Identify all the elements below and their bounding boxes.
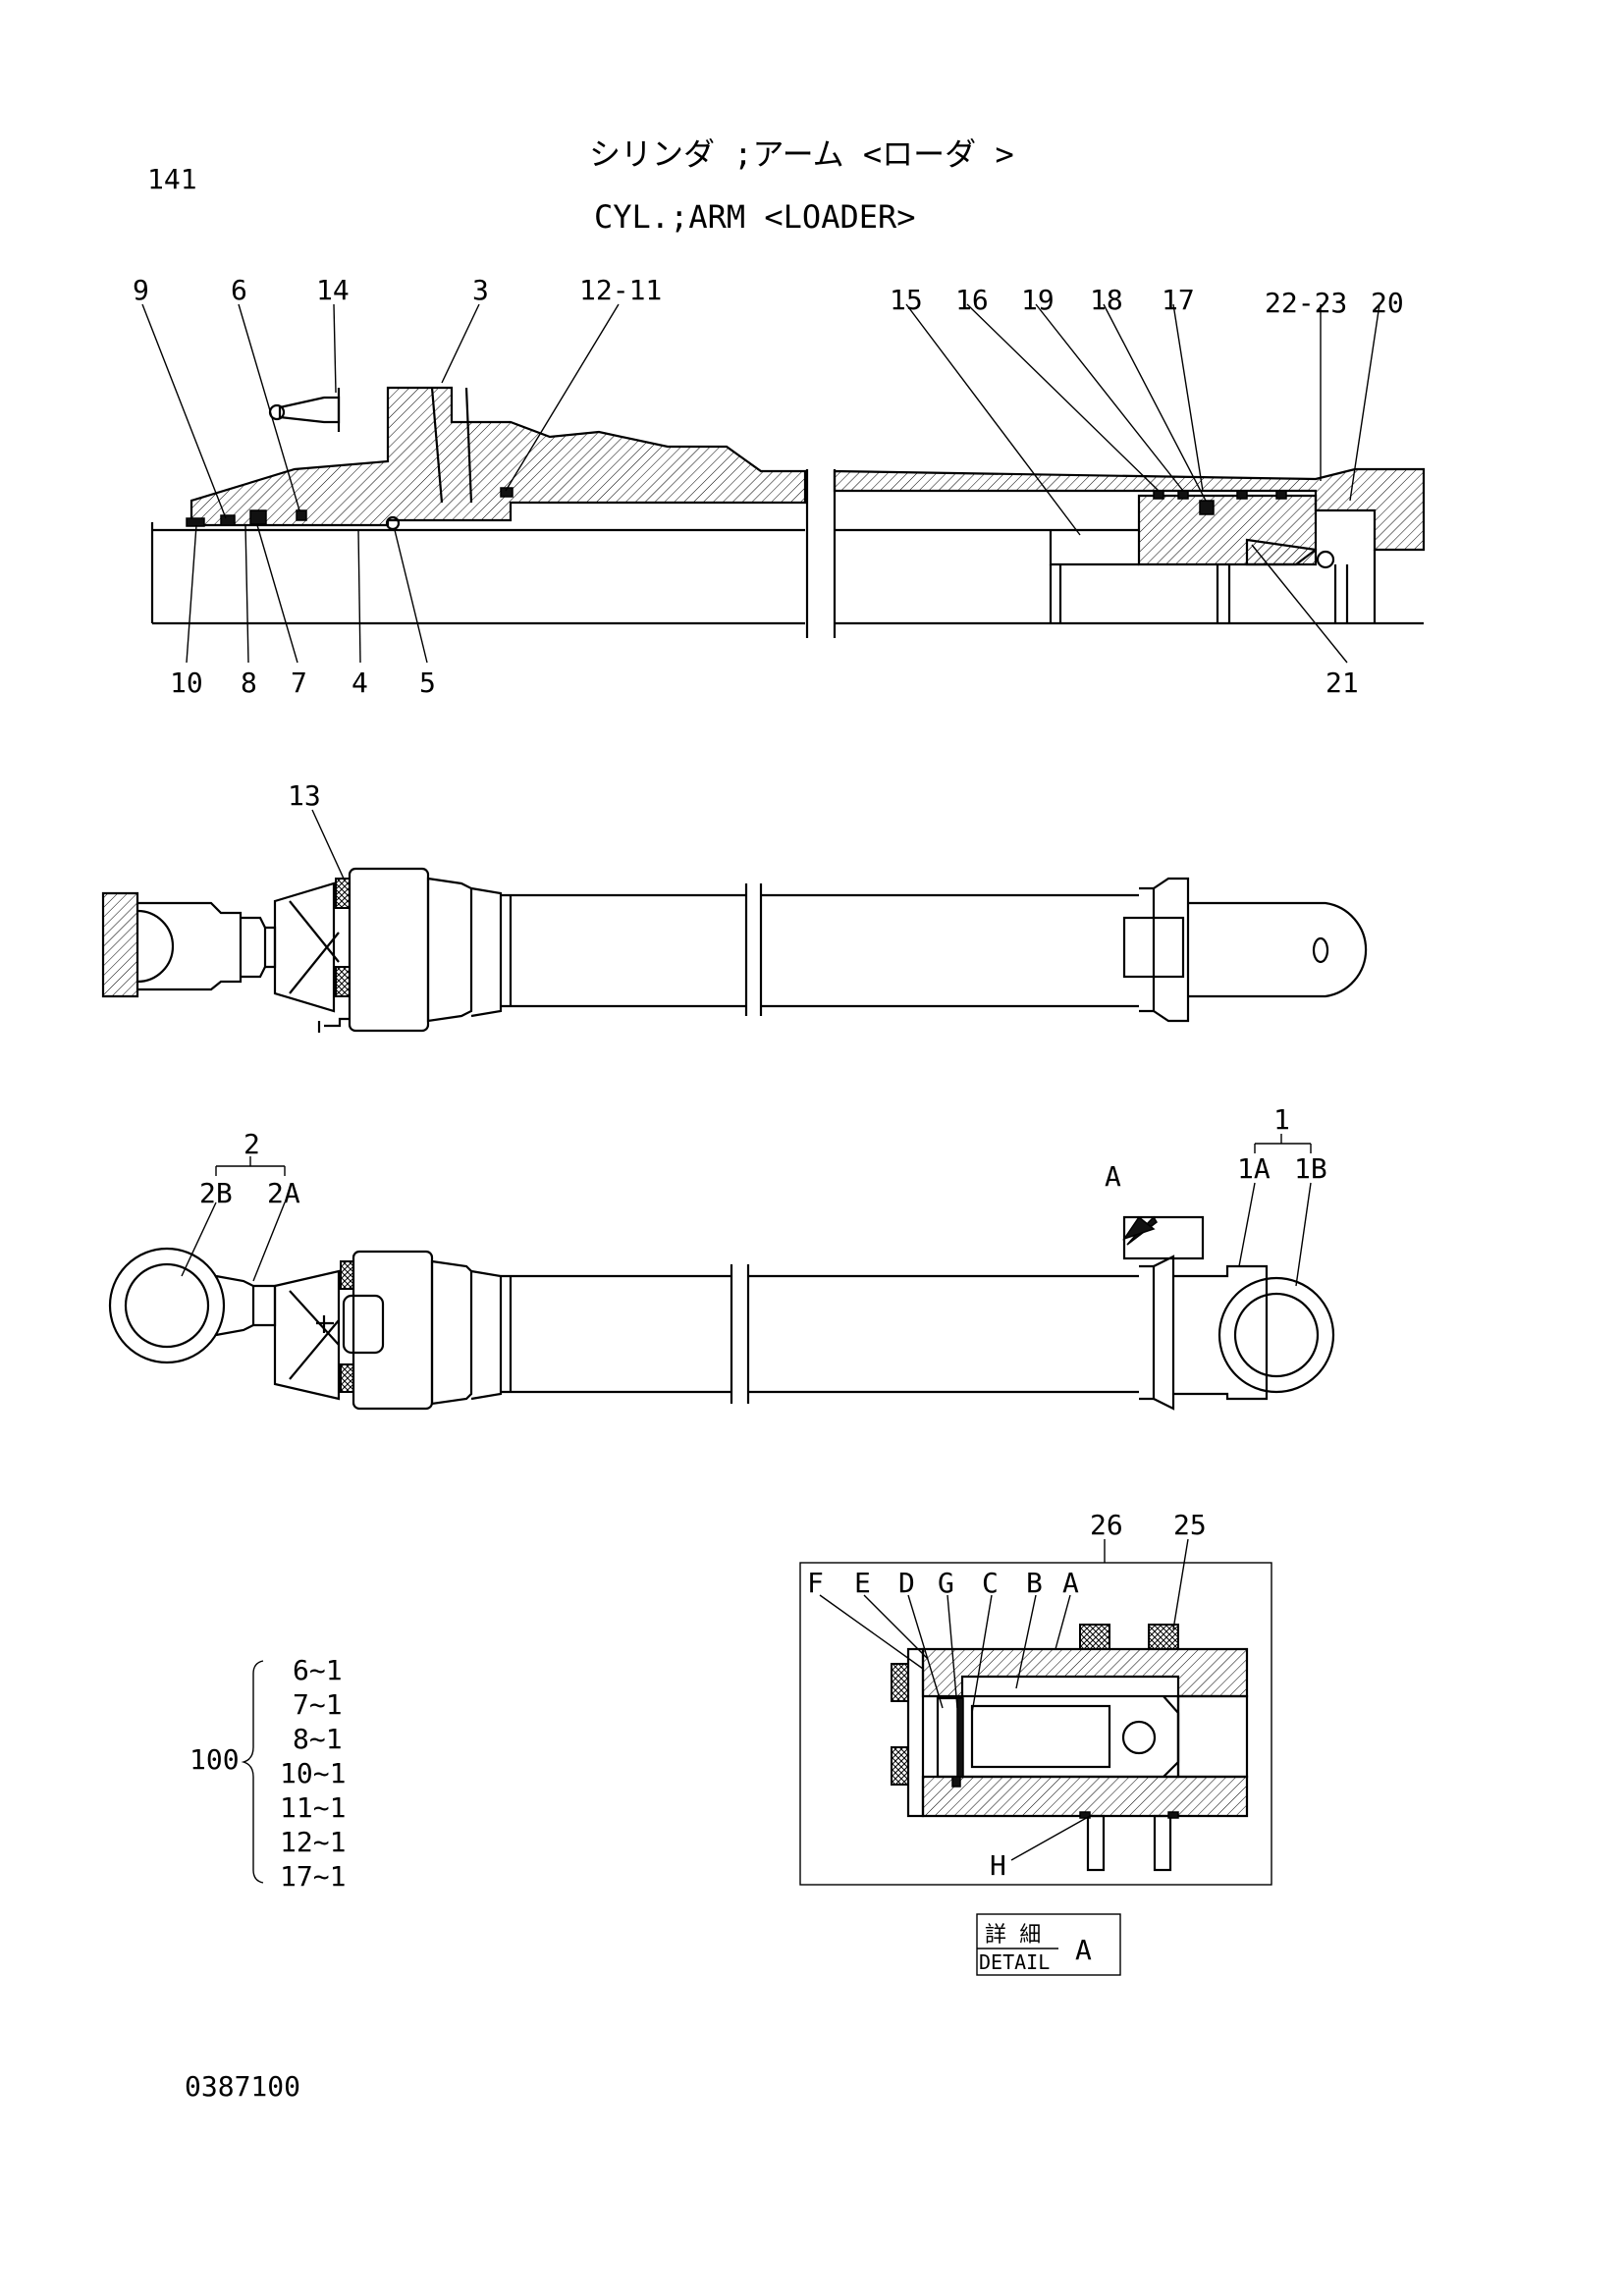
detail-caption-letter: A [1075,1934,1092,1966]
callout-b: B [1026,1567,1043,1599]
callout-5: 5 [419,667,436,699]
detail-a: 26 25 F E D G C B A H 詳 細 DETAIL A [799,1509,1272,1976]
callout-18: 18 [1090,284,1123,316]
callout-19: 19 [1021,284,1055,316]
callout-a-detail: A [1062,1567,1079,1599]
kit-item: 6~1 [293,1654,343,1686]
callout-1b: 1B [1294,1152,1327,1185]
callout-c: C [982,1567,999,1599]
section-view: 9 6 14 3 12-11 15 16 19 18 17 22-23 20 1… [133,274,1426,699]
callout-h: H [990,1849,1006,1882]
callout-2: 2 [243,1128,260,1160]
kit-label: 100 [189,1743,240,1776]
callout-1: 1 [1273,1103,1290,1136]
page-number: 141 [147,163,197,195]
callout-16: 16 [955,284,989,316]
callout-25: 25 [1173,1509,1207,1541]
callout-10: 10 [170,667,203,699]
callout-a: A [1105,1160,1121,1193]
callout-1a: 1A [1237,1152,1271,1185]
title-english: CYL.;ARM <LOADER> [594,198,916,236]
kit-item: 17~1 [280,1860,346,1893]
callout-6: 6 [231,274,247,306]
callout-2a: 2A [267,1177,300,1209]
callout-g: G [938,1567,954,1599]
callout-9: 9 [133,274,149,306]
detail-caption-jp: 詳 細 [985,1923,1041,1948]
callout-d: D [898,1567,915,1599]
callout-21: 21 [1325,667,1359,699]
callout-4: 4 [352,667,368,699]
kit-item: 11~1 [280,1791,346,1824]
callout-7: 7 [291,667,307,699]
callout-2b: 2B [199,1177,233,1209]
kit-list: 100 6~1 7~1 8~1 10~1 11~1 12~1 17~1 [189,1654,346,1893]
callout-26: 26 [1090,1509,1123,1541]
kit-item: 12~1 [280,1826,346,1858]
callout-20: 20 [1371,287,1404,319]
kit-item: 7~1 [293,1688,343,1721]
callout-f: F [807,1567,824,1599]
callout-15: 15 [890,284,923,316]
callout-17: 17 [1162,284,1195,316]
kit-item: 8~1 [293,1723,343,1755]
callout-13: 13 [288,779,321,812]
callout-8: 8 [241,667,257,699]
title-japanese: シリンダ ;アーム <ローダ > [589,135,1014,173]
callout-14: 14 [316,274,350,306]
callout-3: 3 [472,274,489,306]
top-view: 2 2B 2A A 1 1A 1B [108,1103,1335,1411]
drawing-number: 0387100 [185,2070,300,2103]
kit-item: 10~1 [280,1757,346,1789]
callout-e: E [854,1567,871,1599]
callout-22-23: 22-23 [1265,287,1347,319]
detail-caption-en: DETAIL [979,1950,1050,1974]
callout-12-11: 12-11 [579,274,662,306]
side-view: 13 [101,779,1368,1033]
